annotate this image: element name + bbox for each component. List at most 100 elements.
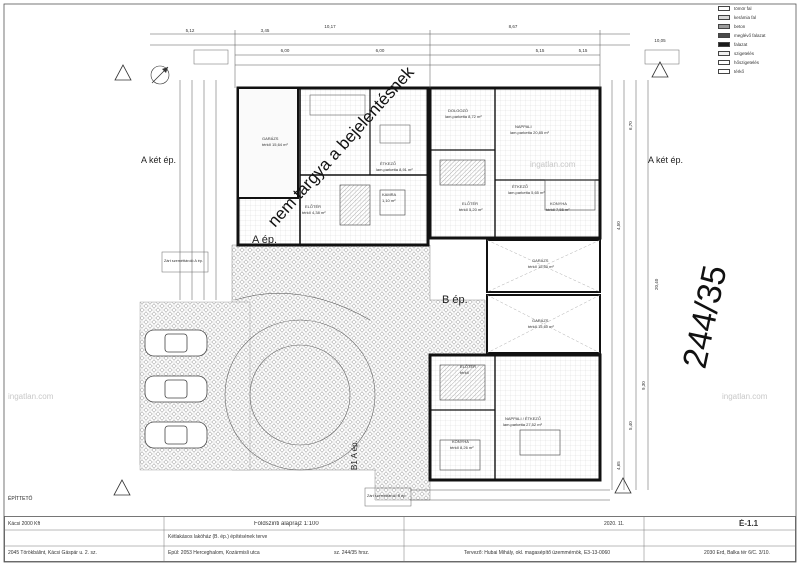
legend-row: térkő	[718, 67, 796, 76]
dimension-lines-right	[611, 80, 649, 490]
watermark-left: ingatlan.com	[8, 392, 54, 401]
tb-lot: sz. 244/35 hrsz.	[334, 550, 370, 556]
legend-swatch-4	[718, 42, 730, 47]
label-b1-a-ep: B1 A ép.	[350, 440, 359, 470]
room-label-3: ELŐTÉR	[305, 204, 321, 209]
tb-owner-address: 2045 Törökbálint, Kácsi Gáspár u. 2. sz.	[8, 550, 97, 556]
legend-label: meglévő falazat	[734, 33, 766, 38]
label-a-ket-ep-right: A két ép.	[648, 155, 683, 165]
tb-owner: Kácsi 2000 Kft	[8, 521, 41, 527]
legend-label: hőszigetelés	[734, 60, 760, 65]
room-label-1: GARÁZS	[262, 136, 279, 141]
parcel-number: 244/35	[676, 262, 735, 372]
parked-cars	[144, 329, 208, 449]
room-sub-7: lam.parketta 5,65 m²	[508, 190, 545, 195]
legend-row: tömör fal	[718, 4, 796, 13]
label-epitteto: ÉPÍTTETŐ	[8, 495, 33, 502]
north-arrow-icon	[150, 65, 170, 85]
room-sub-6: lam.parketta 20,85 m²	[510, 130, 550, 135]
dimension-value: 5,15	[536, 48, 545, 53]
dimension-value: 20,40	[654, 278, 659, 290]
room-label-13: NAPPALI / ÉTKEZŐ	[505, 416, 541, 421]
room-label-7: ÉTKEZŐ	[512, 184, 528, 189]
legend-row: beton	[718, 22, 796, 31]
car-1	[144, 329, 208, 357]
room-sub-14: térkő 8,26 m²	[450, 445, 474, 450]
building-b-lower	[428, 353, 602, 482]
room-sub-2: lam.parketta 8,91 m²	[376, 167, 413, 172]
watermark-right: ingatlan.com	[722, 392, 768, 401]
room-label-14: KONYHA	[452, 439, 469, 444]
room-sub-1: térkő 15,64 m²	[262, 142, 288, 147]
legend-swatch-7	[718, 69, 730, 74]
dimension-value: 10,05	[654, 38, 666, 43]
legend-swatch-2	[718, 24, 730, 29]
sheet-border	[3, 3, 797, 563]
yard-circle-pattern	[224, 293, 376, 471]
dimension-value: 5,40	[628, 421, 633, 430]
room-label-5: DOLGOZÓ	[448, 108, 468, 113]
dimension-value: 6,00	[376, 48, 385, 53]
legend-swatch-5	[718, 51, 730, 56]
top-label-boxes	[193, 49, 680, 65]
tb-location: Épül: 2053 Herceghalom, Kozármisli utca	[168, 550, 260, 556]
tb-drawing-title: Földszinti alaprajz 1:100	[254, 521, 319, 527]
room-sub-9: térkő 5,20 m²	[459, 207, 483, 212]
legend-label: szigetelés	[734, 51, 755, 56]
legend-row: kerámia fal	[718, 13, 796, 22]
legend-label: kerámia fal	[734, 15, 757, 20]
dimension-text-top: 5,12 3,45 10,17 8,67 10,05 6,00 6,00 5,1…	[186, 24, 667, 53]
room-sub-5: lam.parketta 8,72 m²	[445, 114, 482, 119]
building-a	[236, 86, 430, 247]
building-labels: A két ép. A két ép. A ép. B ép. B1 A ép.…	[8, 155, 683, 502]
zart-label-boxes	[161, 251, 412, 507]
room-sub-3: térkő 4,38 m²	[302, 210, 326, 215]
tb-project: Kétlakásos lakóház (B. ép.) építésének t…	[168, 534, 268, 540]
room-label-12: ELŐTÉR	[460, 364, 476, 369]
tb-designer-address: 2030 Érd, Balka tér 6/C. 3/10.	[704, 550, 770, 556]
legend-row: hőszigetelés	[718, 58, 796, 67]
room-label-11: GARÁZS	[532, 318, 549, 323]
room-sub-11: térkő 15,60 m²	[528, 324, 554, 329]
dimension-text-right: 20,40 6,70 4,50 9,30 5,40 4,65	[616, 121, 659, 470]
building-b-upper	[428, 86, 602, 240]
room-label-2: ÉTKEZŐ	[380, 161, 396, 166]
building-b-garages	[486, 239, 601, 354]
tb-designer: Tervező: Hubai Mihály, okl. magasépítő ü…	[464, 550, 611, 556]
legend-label: tömör fal	[734, 6, 752, 11]
dimension-value: 4,50	[616, 221, 621, 230]
label-a-ep: A ép.	[252, 234, 277, 246]
legend: tömör fal kerámia fal beton meglévő fala…	[718, 4, 796, 76]
watermark-center: ingatlan.com	[530, 160, 576, 169]
title-block-grid	[4, 516, 796, 562]
room-sub-4: 1,10 m²	[382, 198, 396, 203]
dimension-lines-top	[150, 30, 630, 88]
dimension-lines-left	[179, 80, 217, 300]
zart-labels: Zárt szeméttároló A ép. Zárt szeméttárol…	[164, 259, 406, 498]
room-label-8: KONYHA	[550, 201, 567, 206]
dimension-value: 10,17	[324, 24, 336, 29]
section-markers	[113, 61, 669, 496]
tb-sheet-number: É-1.1	[739, 519, 759, 528]
dimension-value: 8,67	[509, 24, 518, 29]
dimension-value: 6,00	[281, 48, 290, 53]
label-a-ket-ep-left: A két ép.	[141, 155, 176, 165]
dimension-value: 9,30	[641, 381, 646, 390]
legend-label: falazat	[734, 42, 748, 47]
room-labels: GARÁZS térkő 15,64 m² ÉTKEZŐ lam.parkett…	[262, 108, 570, 450]
legend-label: térkő	[734, 69, 745, 74]
legend-label: beton	[734, 24, 746, 29]
room-label-4: KAMRA	[382, 192, 397, 197]
legend-swatch-0	[718, 6, 730, 11]
zart-label-a: Zárt szeméttároló A ép.	[164, 259, 203, 263]
title-block: Kácsi 2000 Kft 2045 Törökbálint, Kácsi G…	[4, 516, 796, 562]
legend-swatch-3	[718, 33, 730, 38]
legend-row: szigetelés	[718, 49, 796, 58]
dimension-lines-bottom	[410, 489, 610, 501]
room-label-6: NAPPALI	[515, 124, 532, 129]
room-sub-10: térkő 15,50 m²	[528, 264, 554, 269]
room-label-10: GARÁZS	[532, 258, 549, 263]
room-sub-12: térkő	[460, 370, 470, 375]
legend-row: meglévő falazat	[718, 31, 796, 40]
